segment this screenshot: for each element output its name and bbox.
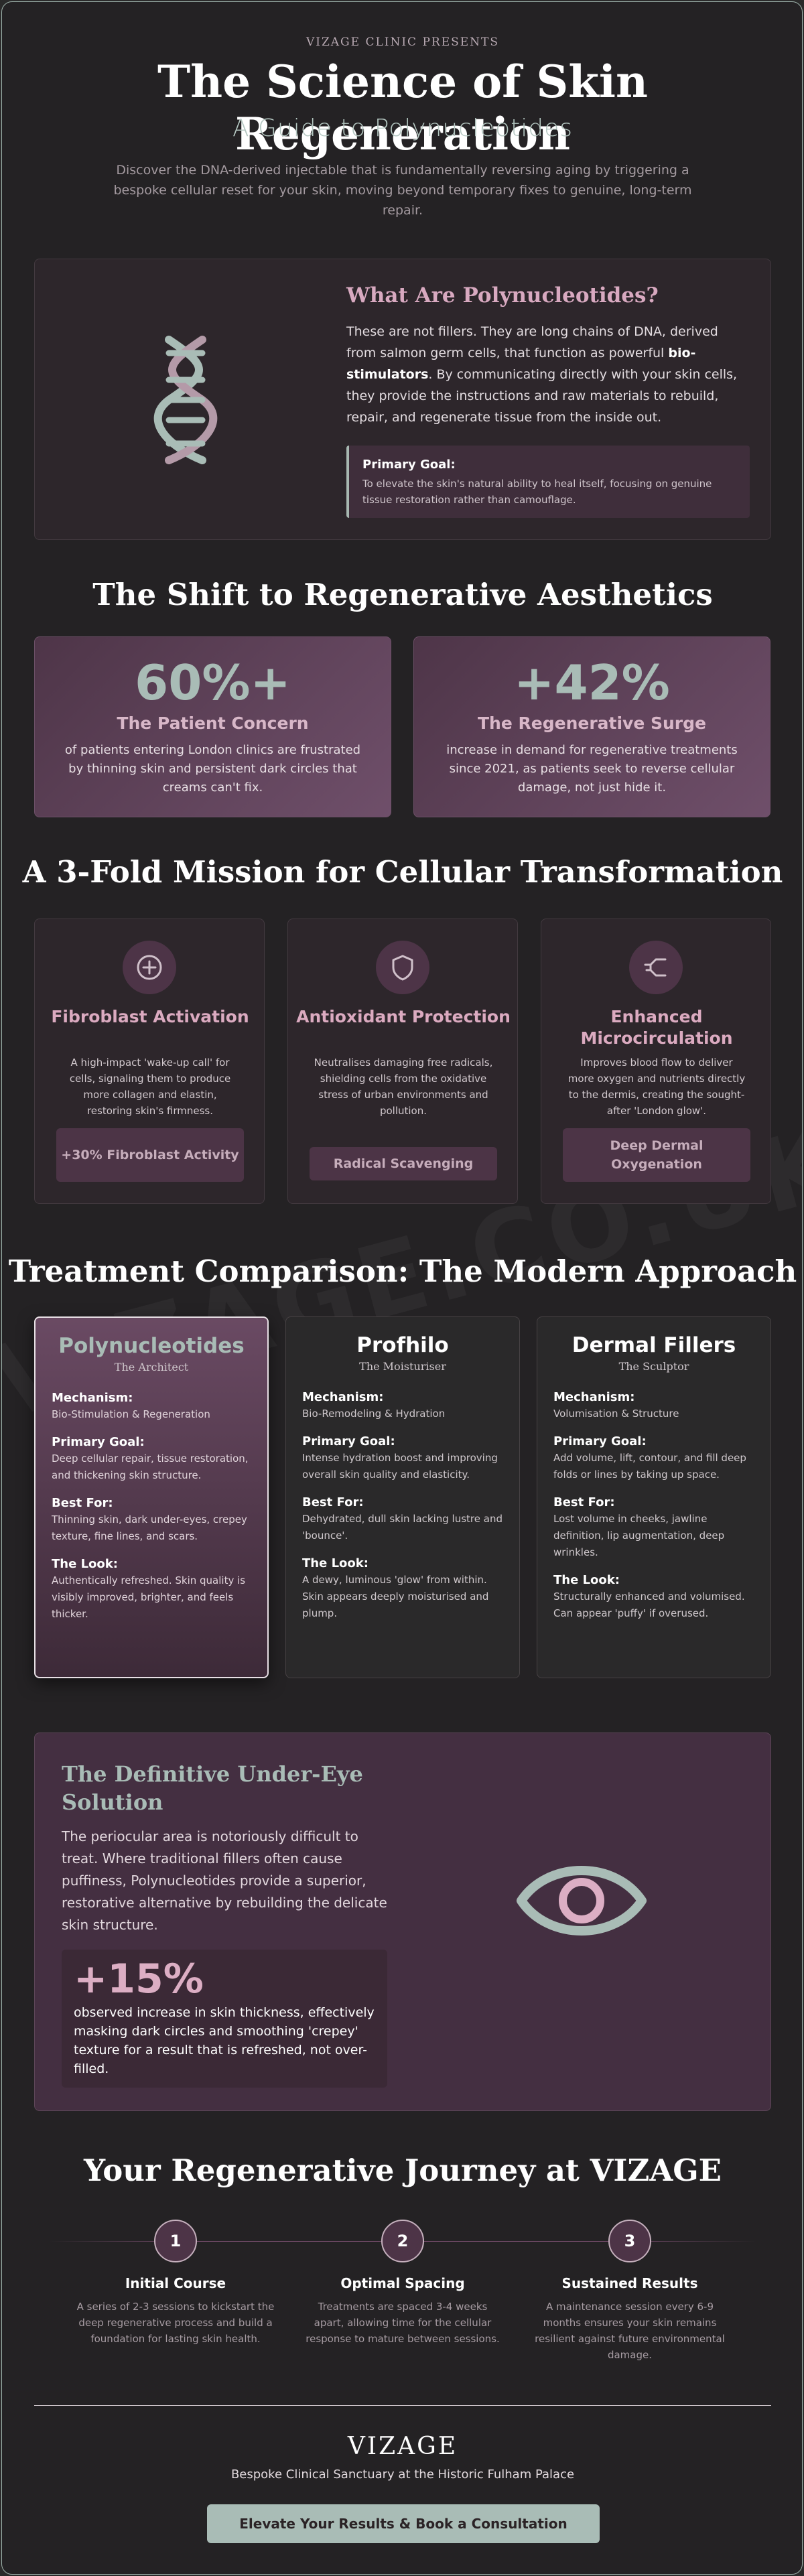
comparison-card-polynucleotides: Polynucleotides The Architect Mechanism:… (34, 1316, 269, 1678)
step-text: A maintenance session every 6-9 months e… (535, 2301, 725, 2361)
goal-label: Primary Goal: (52, 1435, 145, 1449)
mission-card-text: Neutralises damaging free radicals, shie… (314, 1057, 493, 1117)
comparison-card-dermal-fillers: Dermal Fillers The Sculptor Mechanism: V… (537, 1316, 771, 1678)
eye-icon (517, 1866, 647, 1936)
what-text-bold: bio-stimulators (346, 346, 696, 382)
look-label: The Look: (553, 1573, 620, 1587)
plus-circle-icon (123, 941, 176, 994)
footer-brand: VIZAGE (347, 2433, 458, 2460)
best-for-label: Best For: (553, 1495, 615, 1509)
step-title: Sustained Results (561, 2275, 698, 2291)
mission-badge: +30% Fibroblast Activity (56, 1128, 244, 1182)
shift-title: The Shift to Regenerative Aesthetics (92, 577, 713, 612)
mission-card-antioxidant: Antioxidant Protection Neutralises damag… (287, 919, 518, 1204)
mission-card-text: A high-impact 'wake-up call' for cells, … (69, 1057, 231, 1117)
what-are-card: What Are Polynucleotides? These are not … (34, 259, 771, 540)
comparison-card-profhilo: Profhilo The Moisturiser Mechanism: Bio-… (285, 1316, 520, 1678)
what-text-part-1: These are not fillers. They are long cha… (346, 324, 718, 360)
goal-label: Primary Goal: (302, 1434, 395, 1448)
mechanism-value: Bio-Remodeling & Hydration (302, 1408, 446, 1420)
comparison-card-subtitle: The Moisturiser (359, 1360, 446, 1373)
step-number-3: 3 (608, 2220, 651, 2262)
step-title: Initial Course (125, 2275, 226, 2291)
look-label: The Look: (52, 1557, 118, 1571)
mission-badge: Radical Scavenging (310, 1147, 497, 1180)
mechanism-label: Mechanism: (52, 1391, 133, 1405)
mission-card-title: Enhanced Microcirculation (580, 1007, 733, 1048)
mission-badge: Deep Dermal Oxygenation (563, 1128, 750, 1182)
circulation-icon (629, 941, 683, 994)
goal-value: Add volume, lift, contour, and fill deep… (553, 1452, 746, 1481)
stat-label: The Patient Concern (117, 714, 309, 733)
comparison-title: Treatment Comparison: The Modern Approac… (8, 1253, 797, 1289)
look-value: A dewy, luminous 'glow' from within. Ski… (302, 1574, 489, 1619)
step-title: Optimal Spacing (340, 2275, 465, 2291)
book-consultation-button[interactable]: Elevate Your Results & Book a Consultati… (207, 2504, 600, 2543)
comparison-card-subtitle: The Architect (114, 1361, 189, 1373)
footer-tagline: Bespoke Clinical Sanctuary at the Histor… (230, 2467, 575, 2482)
mission-title: A 3-Fold Mission for Cellular Transforma… (22, 854, 783, 890)
under-eye-title: The Definitive Under-Eye Solution (62, 1761, 363, 1815)
stat-card-patient-concern: 60%+ The Patient Concern of patients ent… (34, 636, 391, 817)
under-eye-stat-text: observed increase in skin thickness, eff… (74, 2005, 375, 2076)
mission-card-fibroblast: Fibroblast Activation A high-impact 'wak… (34, 919, 265, 1204)
step-number-2: 2 (381, 2220, 424, 2262)
under-eye-text: The periocular area is notoriously diffi… (62, 1828, 387, 1933)
goal-label: Primary Goal: (553, 1434, 647, 1448)
mission-card-title: Fibroblast Activation (51, 1007, 249, 1026)
mission-card-microcirculation: Enhanced Microcirculation Improves blood… (541, 919, 771, 1204)
page-subtitle: A Guide to Polynucleotides (232, 115, 574, 142)
mechanism-value: Bio-Stimulation & Regeneration (52, 1408, 210, 1420)
comparison-card-name: Polynucleotides (58, 1334, 245, 1358)
comparison-card-subtitle: The Sculptor (618, 1360, 689, 1373)
mechanism-value: Volumisation & Structure (553, 1408, 679, 1420)
primary-goal-text: To elevate the skin's natural ability to… (362, 478, 712, 506)
primary-goal-title: Primary Goal: (362, 458, 456, 472)
what-text-part-2: . By communicating directly with your sk… (346, 367, 738, 425)
intro-paragraph: Discover the DNA-derived injectable that… (113, 163, 692, 218)
mechanism-label: Mechanism: (553, 1390, 635, 1404)
look-value: Authentically refreshed. Skin quality is… (52, 1574, 246, 1620)
comparison-card-name: Dermal Fillers (572, 1333, 736, 1357)
header-kicker: VIZAGE CLINIC PRESENTS (306, 36, 500, 49)
mechanism-label: Mechanism: (302, 1390, 384, 1404)
stat-description: of patients entering London clinics are … (64, 743, 361, 795)
mission-card-text: Improves blood flow to deliver more oxyg… (567, 1057, 746, 1117)
what-description: These are not fillers. They are long cha… (346, 321, 748, 428)
best-for-label: Best For: (52, 1496, 113, 1510)
dna-helix-icon (153, 336, 218, 464)
stat-card-regenerative-surge: +42% The Regenerative Surge increase in … (413, 636, 770, 817)
best-for-label: Best For: (302, 1495, 364, 1509)
shield-icon (376, 941, 429, 994)
step-text: A series of 2-3 sessions to kickstart th… (76, 2301, 275, 2345)
best-for-value: Lost volume in cheeks, jawline definitio… (553, 1513, 725, 1558)
stat-label: The Regenerative Surge (478, 714, 706, 733)
step-text: Treatments are spaced 3-4 weeks apart, a… (306, 2301, 500, 2345)
what-title: What Are Polynucleotides? (346, 283, 659, 308)
stat-value: +42% (514, 655, 670, 711)
journey-title: Your Regenerative Journey at VIZAGE (84, 2153, 722, 2188)
footer-divider (34, 2405, 771, 2406)
stat-description: increase in demand for regenerative trea… (446, 743, 738, 795)
mission-card-title: Antioxidant Protection (296, 1007, 511, 1026)
best-for-value: Dehydrated, dull skin lacking lustre and… (302, 1513, 503, 1542)
look-label: The Look: (302, 1556, 368, 1570)
goal-value: Intense hydration boost and improving ov… (302, 1452, 498, 1481)
under-eye-card: The Definitive Under-Eye Solution The pe… (34, 1733, 771, 2111)
step-number-1: 1 (154, 2220, 197, 2262)
comparison-card-name: Profhilo (356, 1333, 449, 1357)
stat-value: 60%+ (135, 655, 291, 711)
primary-goal-box: Primary Goal: To elevate the skin's natu… (346, 446, 750, 518)
best-for-value: Thinning skin, dark under-eyes, crepey t… (52, 1513, 247, 1542)
page-title: The Science of Skin Regeneration (157, 56, 648, 160)
under-eye-stat-box: +15% observed increase in skin thickness… (62, 1950, 387, 2088)
goal-value: Deep cellular repair, tissue restoration… (52, 1452, 249, 1481)
look-value: Structurally enhanced and volumised. Can… (553, 1590, 745, 1619)
under-eye-stat-value: +15% (74, 1956, 204, 2003)
